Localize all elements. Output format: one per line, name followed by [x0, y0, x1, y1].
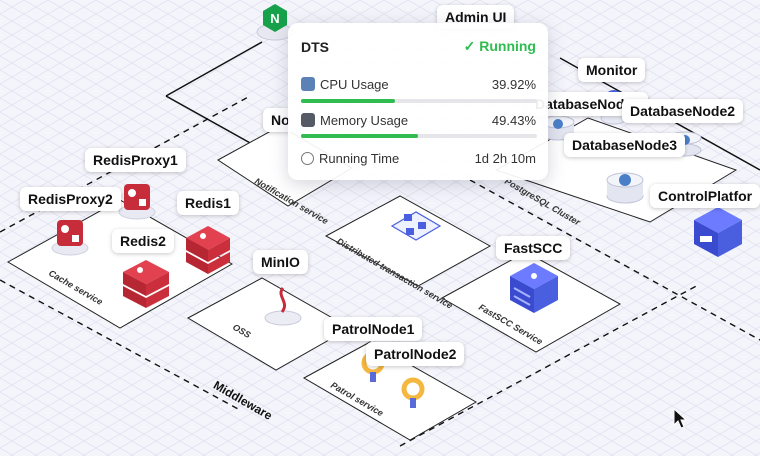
label-minio[interactable]: MinIO [253, 250, 308, 274]
memory-usage-row: Memory Usage 49.43% [301, 113, 536, 133]
label-database-node2[interactable]: DatabaseNode2 [622, 99, 744, 123]
dts-node[interactable] [390, 211, 442, 241]
memory-label: Memory Usage [320, 113, 409, 128]
cpu-usage-row: CPU Usage 39.92% [301, 77, 536, 97]
tooltip-status: ✓ Running [463, 38, 536, 54]
label-redis1[interactable]: Redis1 [177, 191, 239, 215]
distributed-service-platform[interactable] [324, 195, 492, 287]
cpu-usage-bar [301, 99, 537, 103]
redis-proxy-icon [57, 220, 83, 246]
postgres-icon [553, 119, 563, 129]
redis-proxy1-node[interactable] [118, 184, 156, 220]
database-node3[interactable] [606, 172, 644, 204]
label-fastscc[interactable]: FastSCC [496, 236, 571, 260]
nginx-icon-letter: N [270, 11, 279, 26]
middleware-boundary [469, 179, 760, 341]
patrol-node2[interactable] [401, 377, 425, 408]
database-node1[interactable] [541, 115, 575, 141]
label-redis-proxy2[interactable]: RedisProxy2 [20, 187, 121, 211]
label-control-platform[interactable]: ControlPlatfor [650, 184, 760, 208]
label-database-node3[interactable]: DatabaseNode3 [564, 133, 686, 157]
cpu-label: CPU Usage [320, 77, 389, 92]
label-monitor[interactable]: Monitor [578, 58, 646, 82]
admin-area-edge [165, 95, 253, 145]
minio-node[interactable] [264, 287, 302, 326]
cpu-usage-bar-fill [301, 99, 396, 103]
label-redis2[interactable]: Redis2 [112, 229, 174, 253]
patrol-platform[interactable] [302, 341, 478, 441]
memory-icon [301, 113, 315, 127]
mouse-cursor-icon [673, 407, 688, 429]
redis-proxy-icon [124, 184, 150, 210]
middleware-boundary [399, 283, 701, 447]
running-time-row: Running Time 1d 2h 10m [301, 151, 536, 171]
tooltip-title: DTS [301, 39, 329, 55]
control-platform-node[interactable] [694, 207, 742, 257]
label-patrol-node1[interactable]: PatrolNode1 [324, 317, 423, 341]
redis2-node[interactable] [123, 260, 169, 308]
memory-usage-bar-fill [301, 134, 418, 138]
label-patrol-node2[interactable]: PatrolNode2 [366, 342, 465, 366]
middleware-boundary [0, 279, 241, 411]
nginx-icon[interactable] [263, 4, 287, 32]
fastscc-node[interactable] [510, 263, 558, 313]
stopwatch-icon [301, 152, 314, 165]
memory-value: 49.43% [491, 113, 536, 128]
admin-area-edge [165, 41, 263, 97]
cpu-icon [301, 77, 315, 91]
minio-icon [279, 287, 287, 313]
running-time-value: 1d 2h 10m [474, 151, 536, 166]
label-redis-proxy1[interactable]: RedisProxy1 [85, 148, 186, 172]
redis-proxy2-node[interactable] [51, 220, 89, 256]
cpu-value: 39.92% [491, 77, 536, 92]
redis1-node[interactable] [186, 226, 230, 274]
dts-tooltip: DTS ✓ Running CPU Usage 39.92% Memory Us… [288, 23, 548, 180]
postgres-icon [619, 174, 631, 186]
running-time-label: Running Time [319, 151, 400, 166]
memory-usage-bar [301, 134, 537, 138]
